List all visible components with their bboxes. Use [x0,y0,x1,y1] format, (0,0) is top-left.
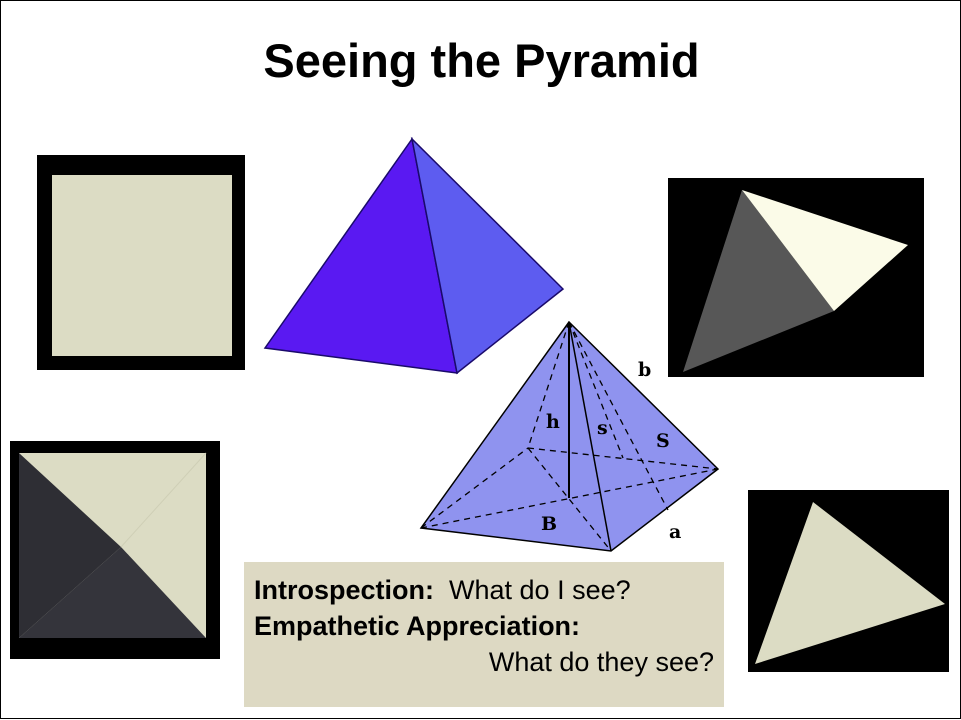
empathetic-appreciation-label: Empathetic Appreciation: [254,611,581,641]
empathetic-appreciation-question: What do they see? [488,647,714,677]
caption-line-3: What do they see? [254,644,714,680]
label-a: a [669,521,681,543]
label-h: h [546,411,560,433]
introspection-question: What do I see? [449,575,631,605]
side-view-triangle [668,178,924,377]
caption-line-1: Introspection: What do I see? [254,572,714,608]
top-view-square [37,155,245,370]
label-s: s [597,417,608,439]
caption-line-2: Empathetic Appreciation: [254,608,714,644]
label-B: B [541,513,557,535]
caption-box: Introspection: What do I see? Empathetic… [244,562,724,707]
slide-title: Seeing the Pyramid [263,34,700,87]
introspection-label: Introspection: [254,575,434,605]
edge-view-triangle [748,490,949,672]
label-b: b [638,359,651,381]
label-S: S [656,430,670,452]
labeled-wireframe-pyramid: b h s S B a [419,320,720,552]
solid-pyramid [263,136,565,375]
corner-view-square [10,441,220,659]
